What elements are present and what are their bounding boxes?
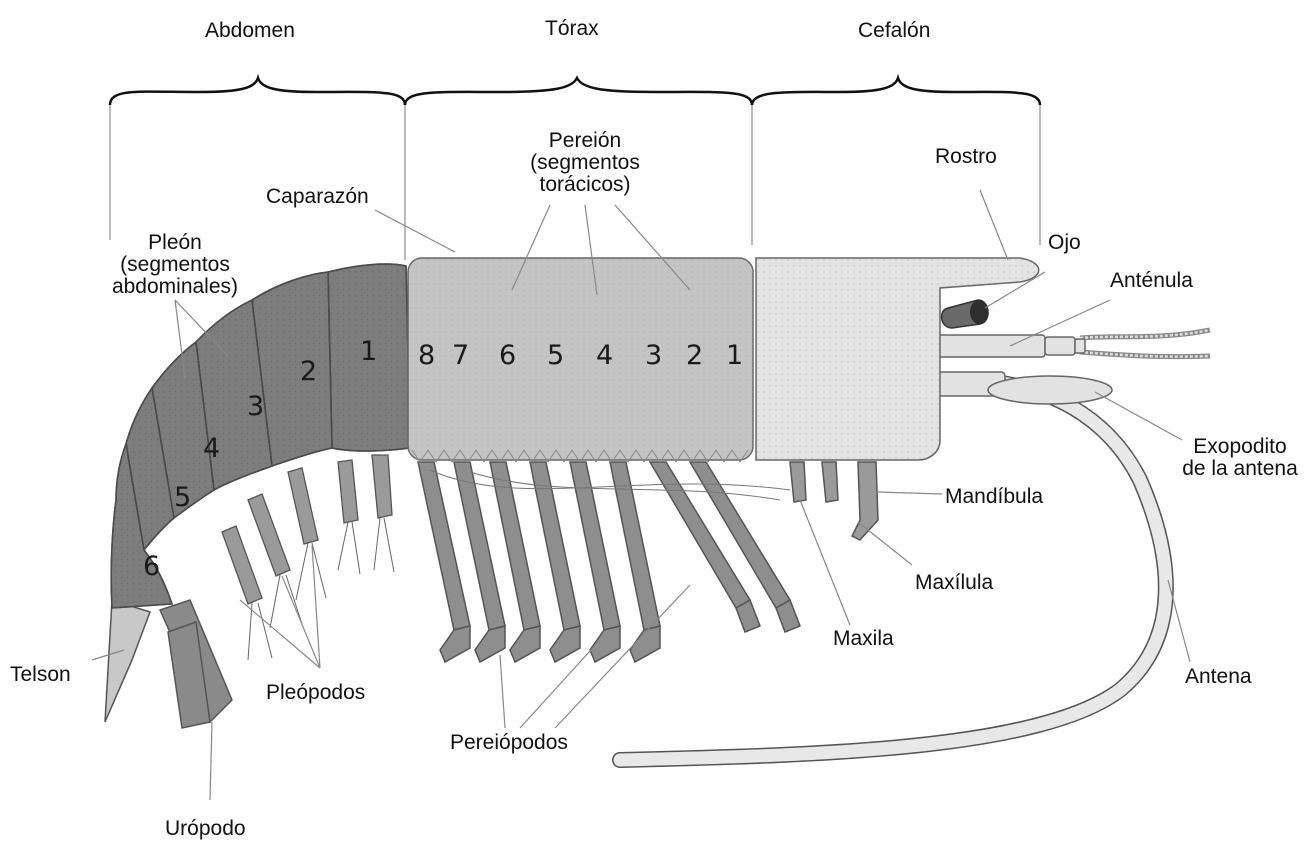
region-abdomen: Abdomen — [205, 20, 295, 42]
pleopods — [222, 455, 392, 604]
thorax-number: 3 — [645, 342, 662, 370]
cephalon — [756, 258, 1039, 460]
label-maxilula: Maxílula — [915, 572, 993, 594]
region-cefalon: Cefalón — [858, 20, 930, 42]
abdomen-number: 3 — [247, 393, 264, 421]
thorax-number: 6 — [499, 342, 516, 370]
label-pleopodos: Pleópodos — [266, 682, 365, 704]
label-maxila: Maxila — [833, 628, 894, 650]
label-pereion-line1: Pereión — [505, 130, 665, 152]
label-ojo: Ojo — [1048, 232, 1081, 254]
label-pleon: Pleón (segmentos abdominales) — [90, 232, 260, 298]
abdomen-number: 6 — [143, 553, 160, 581]
abdomen-number: 1 — [360, 338, 377, 366]
telson — [105, 600, 150, 722]
label-pleon-line1: Pleón — [90, 232, 260, 254]
abdomen-number: 5 — [174, 484, 191, 512]
thorax-number: 2 — [686, 342, 703, 370]
label-pereion-line3: torácicos) — [505, 174, 665, 196]
label-telson: Telson — [10, 664, 71, 686]
region-braces — [110, 78, 1040, 105]
abdomen-brace — [110, 78, 405, 105]
label-rostro: Rostro — [935, 146, 997, 168]
label-pereion: Pereión (segmentos torácicos) — [505, 130, 665, 196]
mouthparts — [790, 462, 878, 540]
label-antenula: Anténula — [1110, 270, 1193, 292]
thorax-number: 8 — [418, 342, 435, 370]
label-pleon-line2: (segmentos — [90, 254, 260, 276]
antenna-base — [935, 372, 1112, 404]
region-torax: Tórax — [545, 18, 599, 40]
pereiopods — [418, 462, 800, 662]
label-pereion-line2: (segmentos — [505, 152, 665, 174]
eye — [942, 300, 988, 328]
abdomen-number: 2 — [300, 358, 317, 386]
uropod — [160, 600, 232, 728]
label-pleon-line3: abdominales) — [90, 276, 260, 298]
label-mandibula: Mandíbula — [945, 486, 1043, 508]
label-antena: Antena — [1185, 666, 1252, 688]
label-exopodito-line2: de la antena — [1170, 458, 1310, 480]
label-pereiopodos: Pereiópodos — [450, 732, 568, 754]
thorax-number: 7 — [452, 342, 469, 370]
torax-brace — [405, 78, 752, 105]
abdomen-number: 4 — [203, 435, 220, 463]
pereiopod-thin-lines — [430, 470, 790, 500]
label-exopodito: Exopodito de la antena — [1170, 436, 1310, 480]
label-caparazon: Caparazón — [266, 186, 369, 208]
thorax-number: 1 — [726, 342, 743, 370]
thorax-number: 4 — [596, 342, 613, 370]
thorax-number: 5 — [547, 342, 564, 370]
label-exopodito-line1: Exopodito — [1170, 436, 1310, 458]
cefalon-brace — [752, 78, 1040, 105]
label-uropodo: Urópodo — [165, 818, 246, 840]
